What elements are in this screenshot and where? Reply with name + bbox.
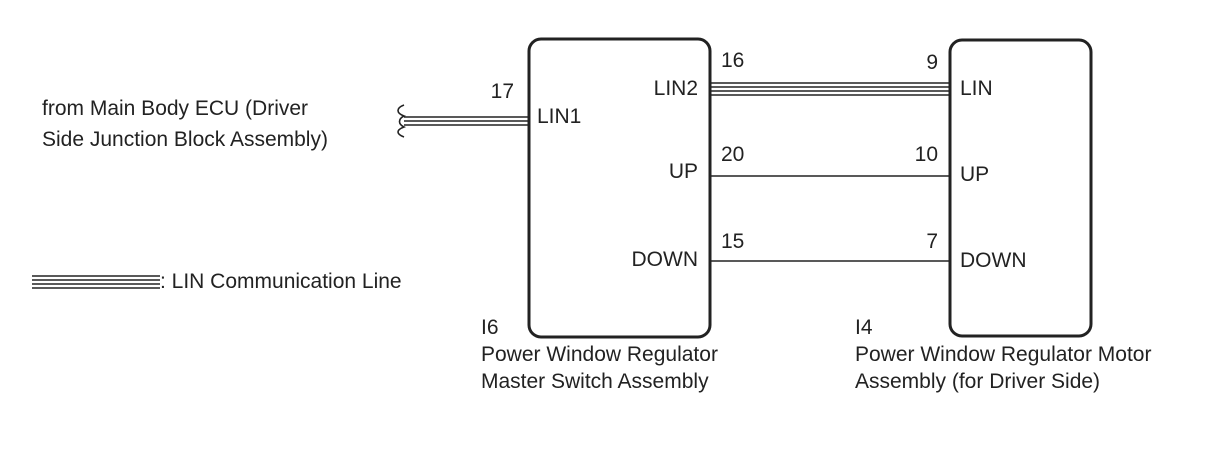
- lin-bus-from-ecu: [397, 104, 529, 138]
- legend-label: : LIN Communication Line: [160, 270, 402, 293]
- pin-label-up-motor: UP: [960, 163, 989, 186]
- legend: : LIN Communication Line: [32, 270, 402, 293]
- pin-label-lin: LIN: [960, 77, 993, 100]
- pin-number-15: 15: [721, 230, 744, 253]
- pin-number-20: 20: [721, 143, 744, 166]
- pin-label-down-motor: DOWN: [960, 249, 1027, 272]
- motor-name-line2: Assembly (for Driver Side): [855, 370, 1100, 393]
- pin-number-17: 17: [491, 80, 514, 103]
- pin-number-16: 16: [721, 49, 744, 72]
- lin-bus-between-boxes: [710, 82, 950, 96]
- pin-number-7: 7: [926, 230, 938, 253]
- pin-label-lin1: LIN1: [537, 105, 581, 128]
- master-code: I6: [481, 316, 499, 339]
- pin-number-9: 9: [926, 51, 938, 74]
- pin-label-up-master: UP: [669, 160, 698, 183]
- source-label-line2: Side Junction Block Assembly): [42, 128, 328, 151]
- motor-code: I4: [855, 316, 873, 339]
- pin-label-lin2: LIN2: [654, 77, 698, 100]
- source-label-line1: from Main Body ECU (Driver: [42, 97, 308, 120]
- master-switch-box: [527, 37, 712, 339]
- master-name-line2: Master Switch Assembly: [481, 370, 709, 393]
- motor-name-line1: Power Window Regulator Motor: [855, 343, 1151, 366]
- pin-number-10: 10: [915, 143, 938, 166]
- pin-label-down-master: DOWN: [632, 248, 699, 271]
- motor-box: [948, 38, 1093, 338]
- master-name-line1: Power Window Regulator: [481, 343, 718, 366]
